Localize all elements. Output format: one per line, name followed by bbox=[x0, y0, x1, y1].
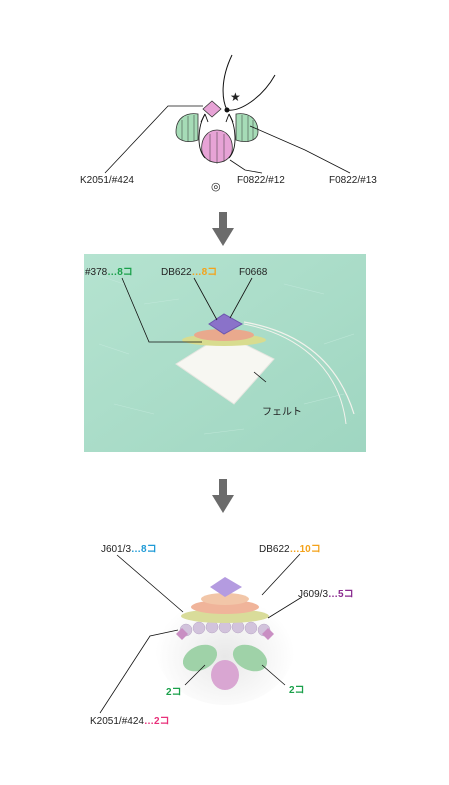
small-pink-bead-icon bbox=[202, 100, 222, 118]
label-f0822-12: F0822/#12 bbox=[237, 175, 285, 186]
double-circle-marker: ◎ bbox=[211, 181, 221, 193]
label-k2051: K2051/#424 bbox=[80, 175, 134, 186]
label-j609: J609/3…5コ bbox=[298, 589, 354, 600]
green-petal-right-icon bbox=[235, 113, 259, 142]
label-felt: フェルト bbox=[262, 407, 302, 418]
finished-bead-photo bbox=[155, 577, 295, 705]
label-f0668: F0668 bbox=[239, 267, 268, 278]
bead-threading-diagram bbox=[104, 54, 351, 174]
label-k2051-2: K2051/#424…2コ bbox=[90, 716, 170, 727]
label-db622-2: DB622…10コ bbox=[259, 544, 321, 555]
label-f0822-13: F0822/#13 bbox=[329, 175, 377, 186]
label-right-count: 2コ bbox=[289, 685, 305, 696]
label-db622: DB622…8コ bbox=[161, 267, 218, 278]
purple-bead bbox=[208, 313, 244, 335]
knot-dot bbox=[224, 107, 230, 113]
star-marker: ★ bbox=[230, 90, 241, 104]
down-arrow-icon bbox=[212, 212, 234, 246]
felt-photo bbox=[84, 254, 366, 452]
label-left-count: 2コ bbox=[166, 687, 182, 698]
label-378: #378…8コ bbox=[85, 267, 133, 278]
felt-diamond bbox=[175, 333, 275, 405]
down-arrow-icon bbox=[212, 479, 234, 513]
felt-photo-image bbox=[84, 254, 366, 452]
label-j601: J601/3…8コ bbox=[101, 544, 157, 555]
green-petal-left-icon bbox=[175, 113, 199, 142]
